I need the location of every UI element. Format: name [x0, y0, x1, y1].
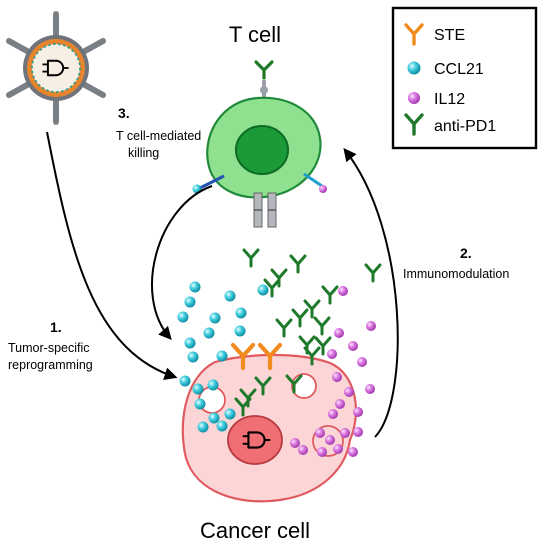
ccl21-molecule [224, 290, 236, 302]
step-2-label: 2. Immunomodulation [403, 245, 509, 281]
legend-item-ccl21: CCL21 [407, 61, 484, 78]
il12-molecule [344, 387, 354, 397]
virus-icon [6, 11, 106, 125]
anti-pd1-antibody [303, 299, 321, 319]
anti-pd1-antibody [289, 254, 307, 274]
il12-molecule [338, 286, 348, 296]
anti-pd1-antibody [321, 285, 339, 305]
il12-molecule [327, 349, 337, 359]
arrow-immunomodulation [343, 147, 399, 438]
svg-text:CCL21: CCL21 [434, 61, 484, 78]
legend-item-ste: STE [404, 23, 465, 46]
ccl21-molecule [203, 327, 215, 339]
ccl21-molecule [177, 311, 189, 323]
svg-text:3.: 3. [118, 105, 130, 121]
anti-pd1-antibody [285, 374, 303, 394]
svg-text:Immunomodulation: Immunomodulation [403, 267, 509, 281]
anti-pd1-antibody [254, 376, 272, 396]
anti-pd1-antibody [291, 308, 309, 328]
il12-molecule [298, 445, 308, 455]
il12-molecule [353, 427, 363, 437]
t-cell-costim-receptors [253, 192, 277, 228]
ccl21-molecule [208, 412, 220, 424]
svg-text:T cell-mediated: T cell-mediated [116, 129, 201, 143]
anti-pd1-antibody [364, 263, 382, 283]
il12-molecule [340, 428, 350, 438]
anti-pd1-antibody [242, 248, 260, 268]
ccl21-molecule [207, 379, 219, 391]
il12-molecule [317, 447, 327, 457]
ccl21-molecule [192, 383, 204, 395]
cancer-cell-nucleus [227, 415, 283, 465]
legend-item-il12: IL12 [408, 91, 465, 108]
svg-text:STE: STE [434, 27, 465, 44]
il12-molecule [328, 409, 338, 419]
ccl21-molecule [184, 337, 196, 349]
svg-text:Tumor-specific: Tumor-specific [8, 341, 90, 355]
ccl21-molecule [187, 351, 199, 363]
ccl21-molecule [234, 325, 246, 337]
anti-pd1-antibody [275, 318, 293, 338]
t-cell-nucleus [235, 125, 289, 175]
anti-pd1-antibody [303, 346, 321, 366]
ccl21-molecule [194, 398, 206, 410]
ccl21-molecule [179, 375, 191, 387]
anti-pd1-antibody [314, 336, 332, 356]
svg-text:reprogramming: reprogramming [8, 358, 93, 372]
step-1-label: 1. Tumor-specific reprogramming [8, 319, 93, 372]
il12-molecule [325, 435, 335, 445]
ccl21-molecule [184, 296, 196, 308]
il12-molecule [332, 372, 342, 382]
ste-receptors [230, 342, 283, 371]
svg-text:1.: 1. [50, 319, 62, 335]
arrow-t-cell-killing [151, 185, 213, 340]
anti-pd1-antibody [234, 397, 252, 417]
il12-molecule [290, 438, 300, 448]
ccl21-molecule [216, 420, 228, 432]
t-cell-label: T cell [229, 22, 281, 47]
cancer-cell-label: Cancer cell [200, 518, 310, 543]
il12-molecule [315, 428, 325, 438]
il12-molecules [290, 286, 376, 457]
svg-text:killing: killing [128, 146, 159, 160]
il12-molecule [366, 321, 376, 331]
svg-text:anti-PD1: anti-PD1 [434, 118, 496, 135]
step-3-label: 3. T cell-mediated killing [116, 105, 201, 160]
il12-molecule [365, 384, 375, 394]
anti-pd1-icon [404, 113, 424, 136]
il12-molecule [333, 444, 343, 454]
ccl21-icon [407, 61, 421, 75]
ccl21-molecule [197, 421, 209, 433]
ccl21-molecules [177, 281, 269, 433]
ste-icon [404, 23, 424, 46]
il12-molecule [348, 341, 358, 351]
arrow-reprogramming [46, 131, 178, 380]
anti-pd1-molecules [234, 248, 382, 417]
svg-text:2.: 2. [460, 245, 472, 261]
il12-molecule [335, 399, 345, 409]
anti-pd1-antibody [313, 316, 331, 336]
svg-text:IL12: IL12 [434, 91, 465, 108]
t-cell [206, 96, 322, 199]
ccl21-molecule [209, 312, 221, 324]
il12-molecule [334, 328, 344, 338]
anti-pd1-antibody [263, 278, 281, 298]
t-cell-receptor-right [303, 172, 327, 193]
ccl21-molecule [235, 307, 247, 319]
il12-molecule [353, 407, 363, 417]
ccl21-molecule [257, 284, 269, 296]
ccl21-molecule [216, 350, 228, 362]
legend-item-anti-pd1: anti-PD1 [404, 113, 496, 136]
il12-icon [408, 92, 420, 104]
ccl21-molecule [224, 408, 236, 420]
il12-molecule [357, 357, 367, 367]
il12-molecule [348, 447, 358, 457]
legend: STE CCL21 IL12 anti-PD1 [391, 6, 538, 150]
ccl21-molecule [189, 281, 201, 293]
